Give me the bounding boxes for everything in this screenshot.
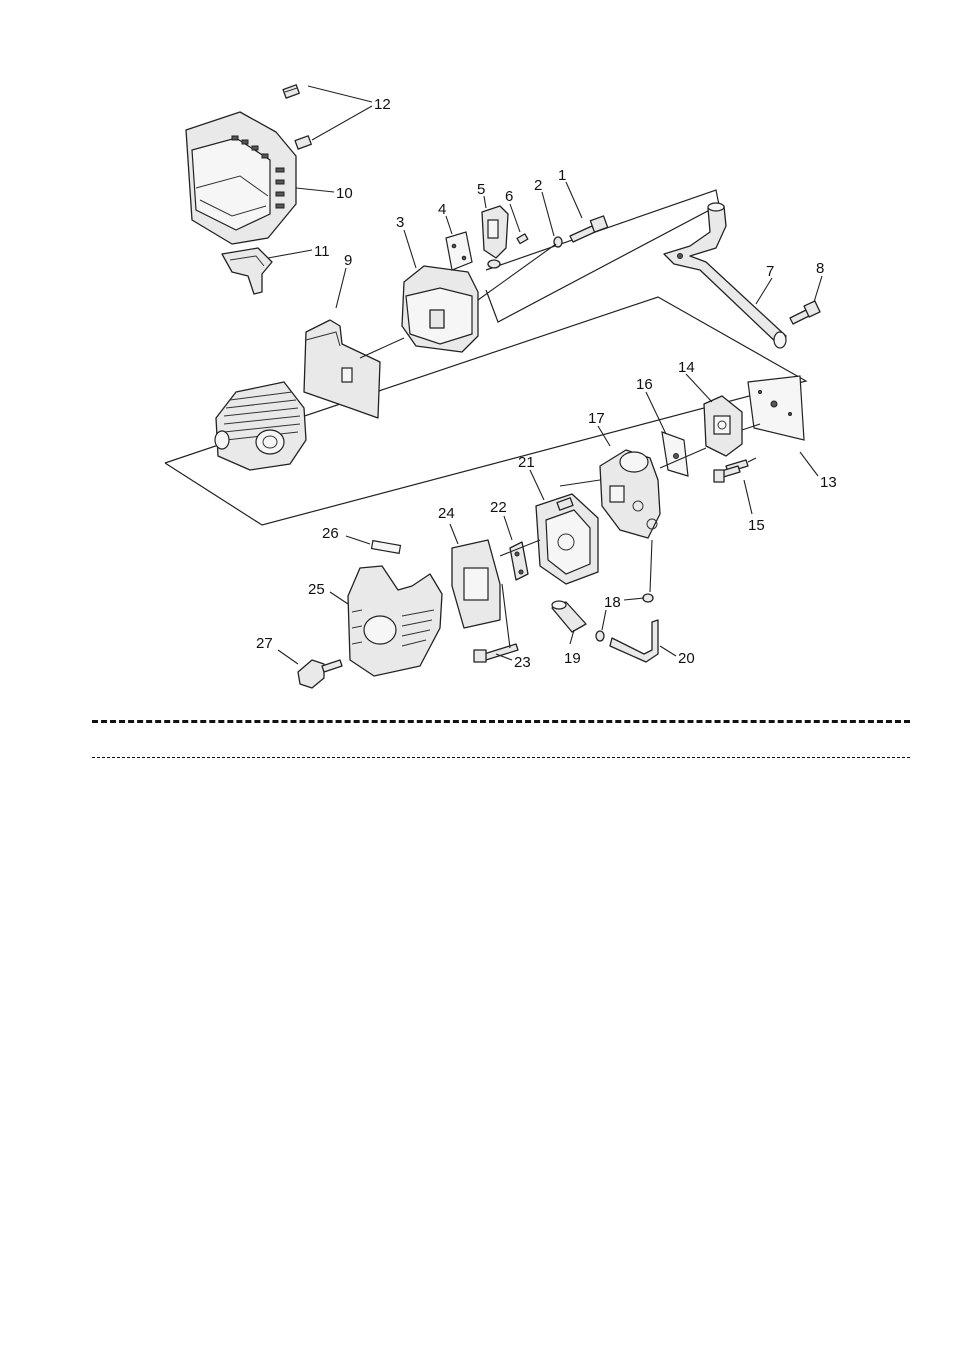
- air-guide-11: [222, 248, 272, 294]
- exploded-parts-diagram: 12 10 11 9 3 4 5 6 2 1 7 8 14 16 17 13 1…: [0, 0, 954, 700]
- callout-3: 3: [396, 214, 404, 231]
- callout-16: 16: [636, 376, 653, 393]
- clamp-18b: [596, 631, 604, 641]
- callout-1: 1: [558, 167, 566, 184]
- callout-26: 26: [322, 525, 339, 542]
- engine-cover-10: [186, 112, 296, 244]
- label-26: [372, 541, 401, 554]
- parts-list-header-rule: [92, 757, 910, 758]
- muffler-gasket-4: [446, 232, 472, 270]
- air-cleaner-cover-25: [348, 566, 442, 676]
- cylinder-assembly: [215, 382, 306, 470]
- callout-12: 12: [374, 96, 391, 113]
- choke-plate-22: [510, 542, 528, 580]
- callout-27: 27: [256, 635, 273, 652]
- callout-10: 10: [336, 185, 353, 202]
- parts-list-top-rule: [92, 720, 910, 723]
- callout-24: 24: [438, 505, 455, 522]
- callout-15: 15: [748, 517, 765, 534]
- screw-12b: [295, 136, 311, 149]
- callout-13: 13: [820, 474, 837, 491]
- screw-8: [790, 301, 820, 324]
- screw-6: [517, 234, 528, 244]
- fuel-tube-19: [552, 601, 586, 632]
- bolt-15: [714, 460, 748, 482]
- callout-9: 9: [344, 252, 352, 269]
- callout-8: 8: [816, 260, 824, 277]
- callout-18: 18: [604, 594, 621, 611]
- intake-adapter-14: [704, 396, 742, 456]
- carburetor-17: [600, 450, 660, 538]
- heat-shield-9: [304, 320, 380, 418]
- bolt-1: [570, 216, 608, 242]
- callout-19: 19: [564, 650, 581, 667]
- callout-20: 20: [678, 650, 695, 667]
- insulator-plate-13: [748, 376, 804, 440]
- callout-7: 7: [766, 263, 774, 280]
- callout-23: 23: [514, 654, 531, 671]
- callout-25: 25: [308, 581, 325, 598]
- callout-22: 22: [490, 499, 507, 516]
- callout-21: 21: [518, 454, 535, 471]
- callout-17: 17: [588, 410, 605, 427]
- callout-11: 11: [314, 243, 330, 260]
- cover-knob-27: [298, 660, 342, 688]
- washer-2: [554, 237, 562, 247]
- callout-14: 14: [678, 359, 695, 376]
- clamp-18a: [643, 594, 653, 602]
- muffler-3: [402, 266, 478, 352]
- screw-12a: [283, 85, 299, 98]
- callout-4: 4: [438, 201, 446, 218]
- air-filter-24: [452, 540, 500, 628]
- fuel-line-20: [610, 620, 658, 662]
- exhaust-cover-5: [482, 206, 508, 268]
- callout-5: 5: [477, 181, 485, 198]
- carburetor-gasket-16: [662, 432, 688, 476]
- callout-2: 2: [534, 177, 542, 194]
- air-cleaner-base-21: [536, 494, 598, 584]
- callout-6: 6: [505, 188, 513, 205]
